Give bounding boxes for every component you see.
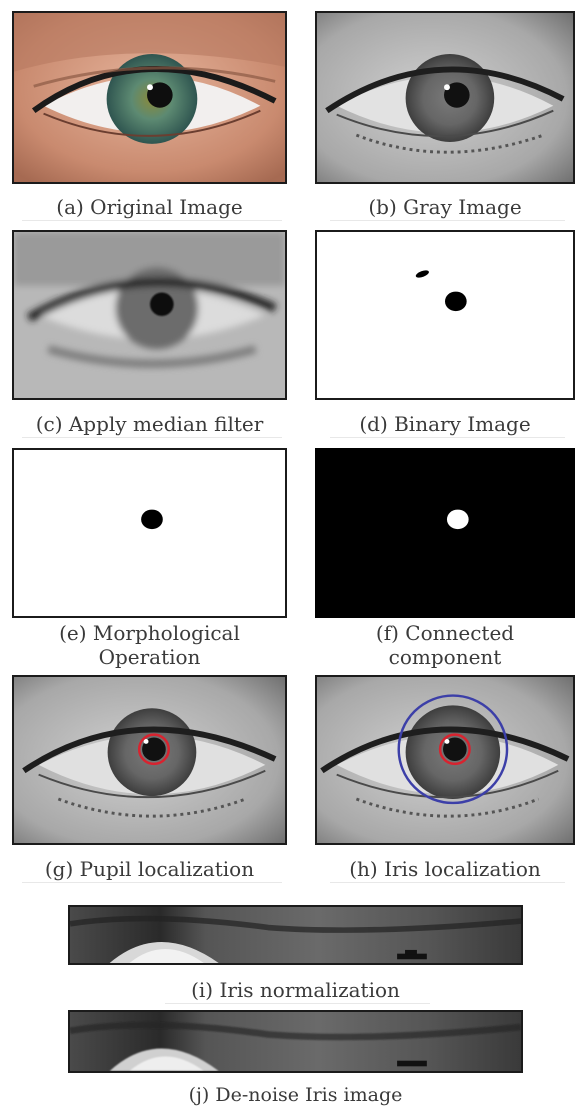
panel-gray-image xyxy=(315,11,575,184)
caption-underline xyxy=(330,882,565,883)
caption-underline xyxy=(22,220,282,221)
caption-b: (b) Gray Image xyxy=(315,195,575,219)
caption-underline xyxy=(22,437,282,438)
caption-underline xyxy=(330,437,565,438)
binary-eye xyxy=(317,232,573,398)
panel-morphological-operation xyxy=(12,448,287,618)
caption-e-line2: Operation xyxy=(12,645,287,669)
caption-g: (g) Pupil localization xyxy=(12,857,287,881)
caption-e: (e) Morphological Operation xyxy=(12,621,287,669)
color-eye-photo xyxy=(14,13,285,182)
caption-underline xyxy=(330,220,565,221)
caption-h: (h) Iris localization xyxy=(315,857,575,881)
caption-d: (d) Binary Image xyxy=(315,412,575,436)
panel-connected-component xyxy=(315,448,575,618)
iris-localized-eye xyxy=(317,677,573,843)
caption-underline xyxy=(165,1003,430,1004)
median-filtered-eye xyxy=(14,232,285,398)
panel-median-filter xyxy=(12,230,287,400)
caption-a: (a) Original Image xyxy=(12,195,287,219)
panel-denoise-iris xyxy=(68,1010,523,1073)
panel-original-image xyxy=(12,11,287,184)
caption-c: (c) Apply median filter xyxy=(12,412,287,436)
caption-f-line2: component xyxy=(315,645,575,669)
caption-f-line1: (f) Connected xyxy=(315,621,575,645)
morphology-result xyxy=(14,450,285,616)
caption-e-line1: (e) Morphological xyxy=(12,621,287,645)
caption-f: (f) Connected component xyxy=(315,621,575,669)
panel-iris-normalization xyxy=(68,905,523,965)
caption-i: (i) Iris normalization xyxy=(68,978,523,1002)
caption-j: (j) De-noise Iris image xyxy=(68,1083,523,1107)
normalized-iris-strip xyxy=(70,907,521,963)
pupil-localized-eye xyxy=(14,677,285,843)
gray-eye-photo xyxy=(317,13,573,182)
denoised-iris-strip xyxy=(70,1012,521,1071)
panel-pupil-localization xyxy=(12,675,287,845)
panel-binary-image xyxy=(315,230,575,400)
connected-component-result xyxy=(317,450,573,616)
caption-underline xyxy=(22,882,282,883)
panel-iris-localization xyxy=(315,675,575,845)
